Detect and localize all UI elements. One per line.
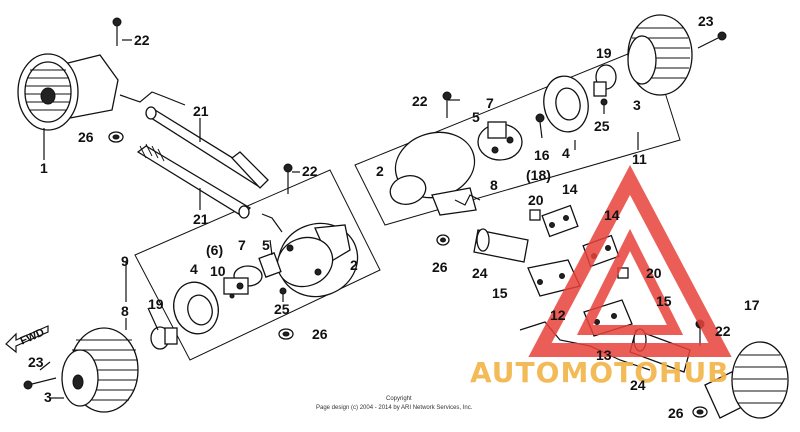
callout-7-right: 7 [486,95,494,111]
callout-18: (18) [526,167,551,183]
wire-left-lower [261,213,283,233]
leader-lines [39,39,639,399]
callout-3-left: 3 [44,389,52,405]
callout-22-lower-right: 22 [715,323,731,339]
clamp-14-upper [541,204,579,238]
callout-16: 16 [534,147,550,163]
housing-2-right [389,131,477,216]
mount-rod-21-upper [145,106,269,189]
callout-22-right: 22 [412,93,428,109]
screw-16 [535,113,545,139]
lens-3-lower-left [61,327,139,413]
fwd-label: FWD [18,326,46,347]
callout-22-middle: 22 [302,163,318,179]
callout-17: 17 [744,297,760,313]
callout-7-left: 7 [238,237,246,253]
copyright-line-2: Page design (c) 2004 - 2014 by ARI Netwo… [316,405,473,411]
copyright-line-1: Copyright [386,396,412,402]
screw-22-right [442,91,452,118]
callout-20-lower: 20 [646,265,662,281]
socket-5-left [258,239,282,278]
callout-12: 12 [550,307,566,323]
stay-15-upper [473,228,529,263]
callout-26-lower-middle: 26 [312,326,328,342]
callout-26-right-middle: 26 [432,259,448,275]
turn-signal-1 [17,53,186,131]
gasket-4-right [543,75,589,133]
spacer-20-upper [529,209,541,221]
socket-5-right [477,121,523,161]
callout-10: 10 [210,263,226,279]
callout-26-bottom-right: 26 [668,405,684,421]
callout-19-left: 19 [148,296,164,312]
callout-21-lower: 21 [193,211,209,227]
bulb-19-right [593,64,617,97]
screw-25-right [600,98,608,114]
watermark-text: AUTOMOTOHUB [470,356,730,389]
bracket-8-right [454,194,481,206]
nut-26-bottom-right [692,406,708,418]
screw-22-middle [283,163,293,194]
nut-26-lower-middle [278,328,294,340]
callout-14-upper: 14 [562,181,578,197]
callout-24-lower: 24 [630,377,646,393]
callout-25-left: 25 [274,301,290,317]
screw-23-left [23,377,57,390]
nut-26-left [108,131,124,143]
callout-9: 9 [121,253,129,269]
gasket-4-left [173,281,219,335]
callout-8-left: 8 [121,303,129,319]
callout-24-upper: 24 [472,265,488,281]
callout-23-left: 23 [28,354,44,370]
nut-26-right-middle [436,234,450,246]
bulb-socket-7-left [223,265,263,299]
callout-5-right: 5 [472,109,480,125]
callout-4-left: 4 [190,261,198,277]
callout-4-right: 4 [562,145,570,161]
watermark-triangle-outer [528,165,732,357]
callout-15-upper: 15 [492,285,508,301]
callout-3-right: 3 [633,97,641,113]
watermark-logo [528,165,732,357]
callout-2-left: 2 [350,257,358,273]
screw-22-top [112,17,122,46]
screw-25-left [279,287,287,302]
callout-22-top: 22 [134,32,150,48]
callout-19-right: 19 [596,45,612,61]
callout-11: 11 [632,151,647,167]
screw-23-right [697,31,727,49]
mount-rod-21-lower [136,143,252,219]
lens-3-top-right [627,14,693,96]
fwd-arrow: FWD [5,325,49,354]
callout-8-right: 8 [490,177,498,193]
turn-signal-17 [704,341,789,419]
callout-21-upper: 21 [193,103,209,119]
bulb-19-left [150,326,178,350]
callout-2-right: 2 [376,163,384,179]
callout-6: (6) [206,242,223,258]
left-assembly-frame [134,169,381,361]
callout-23-right: 23 [698,13,714,29]
callout-1: 1 [40,160,48,176]
watermark-triangle-inner [576,228,684,335]
callout-20-upper: 20 [528,192,544,208]
callout-14-lower: 14 [604,207,620,223]
callout-26-left: 26 [78,129,94,145]
callout-15-lower: 15 [656,293,672,309]
callout-25-right: 25 [594,118,610,134]
callout-5-left: 5 [262,237,270,253]
callout-13: 13 [596,347,612,363]
